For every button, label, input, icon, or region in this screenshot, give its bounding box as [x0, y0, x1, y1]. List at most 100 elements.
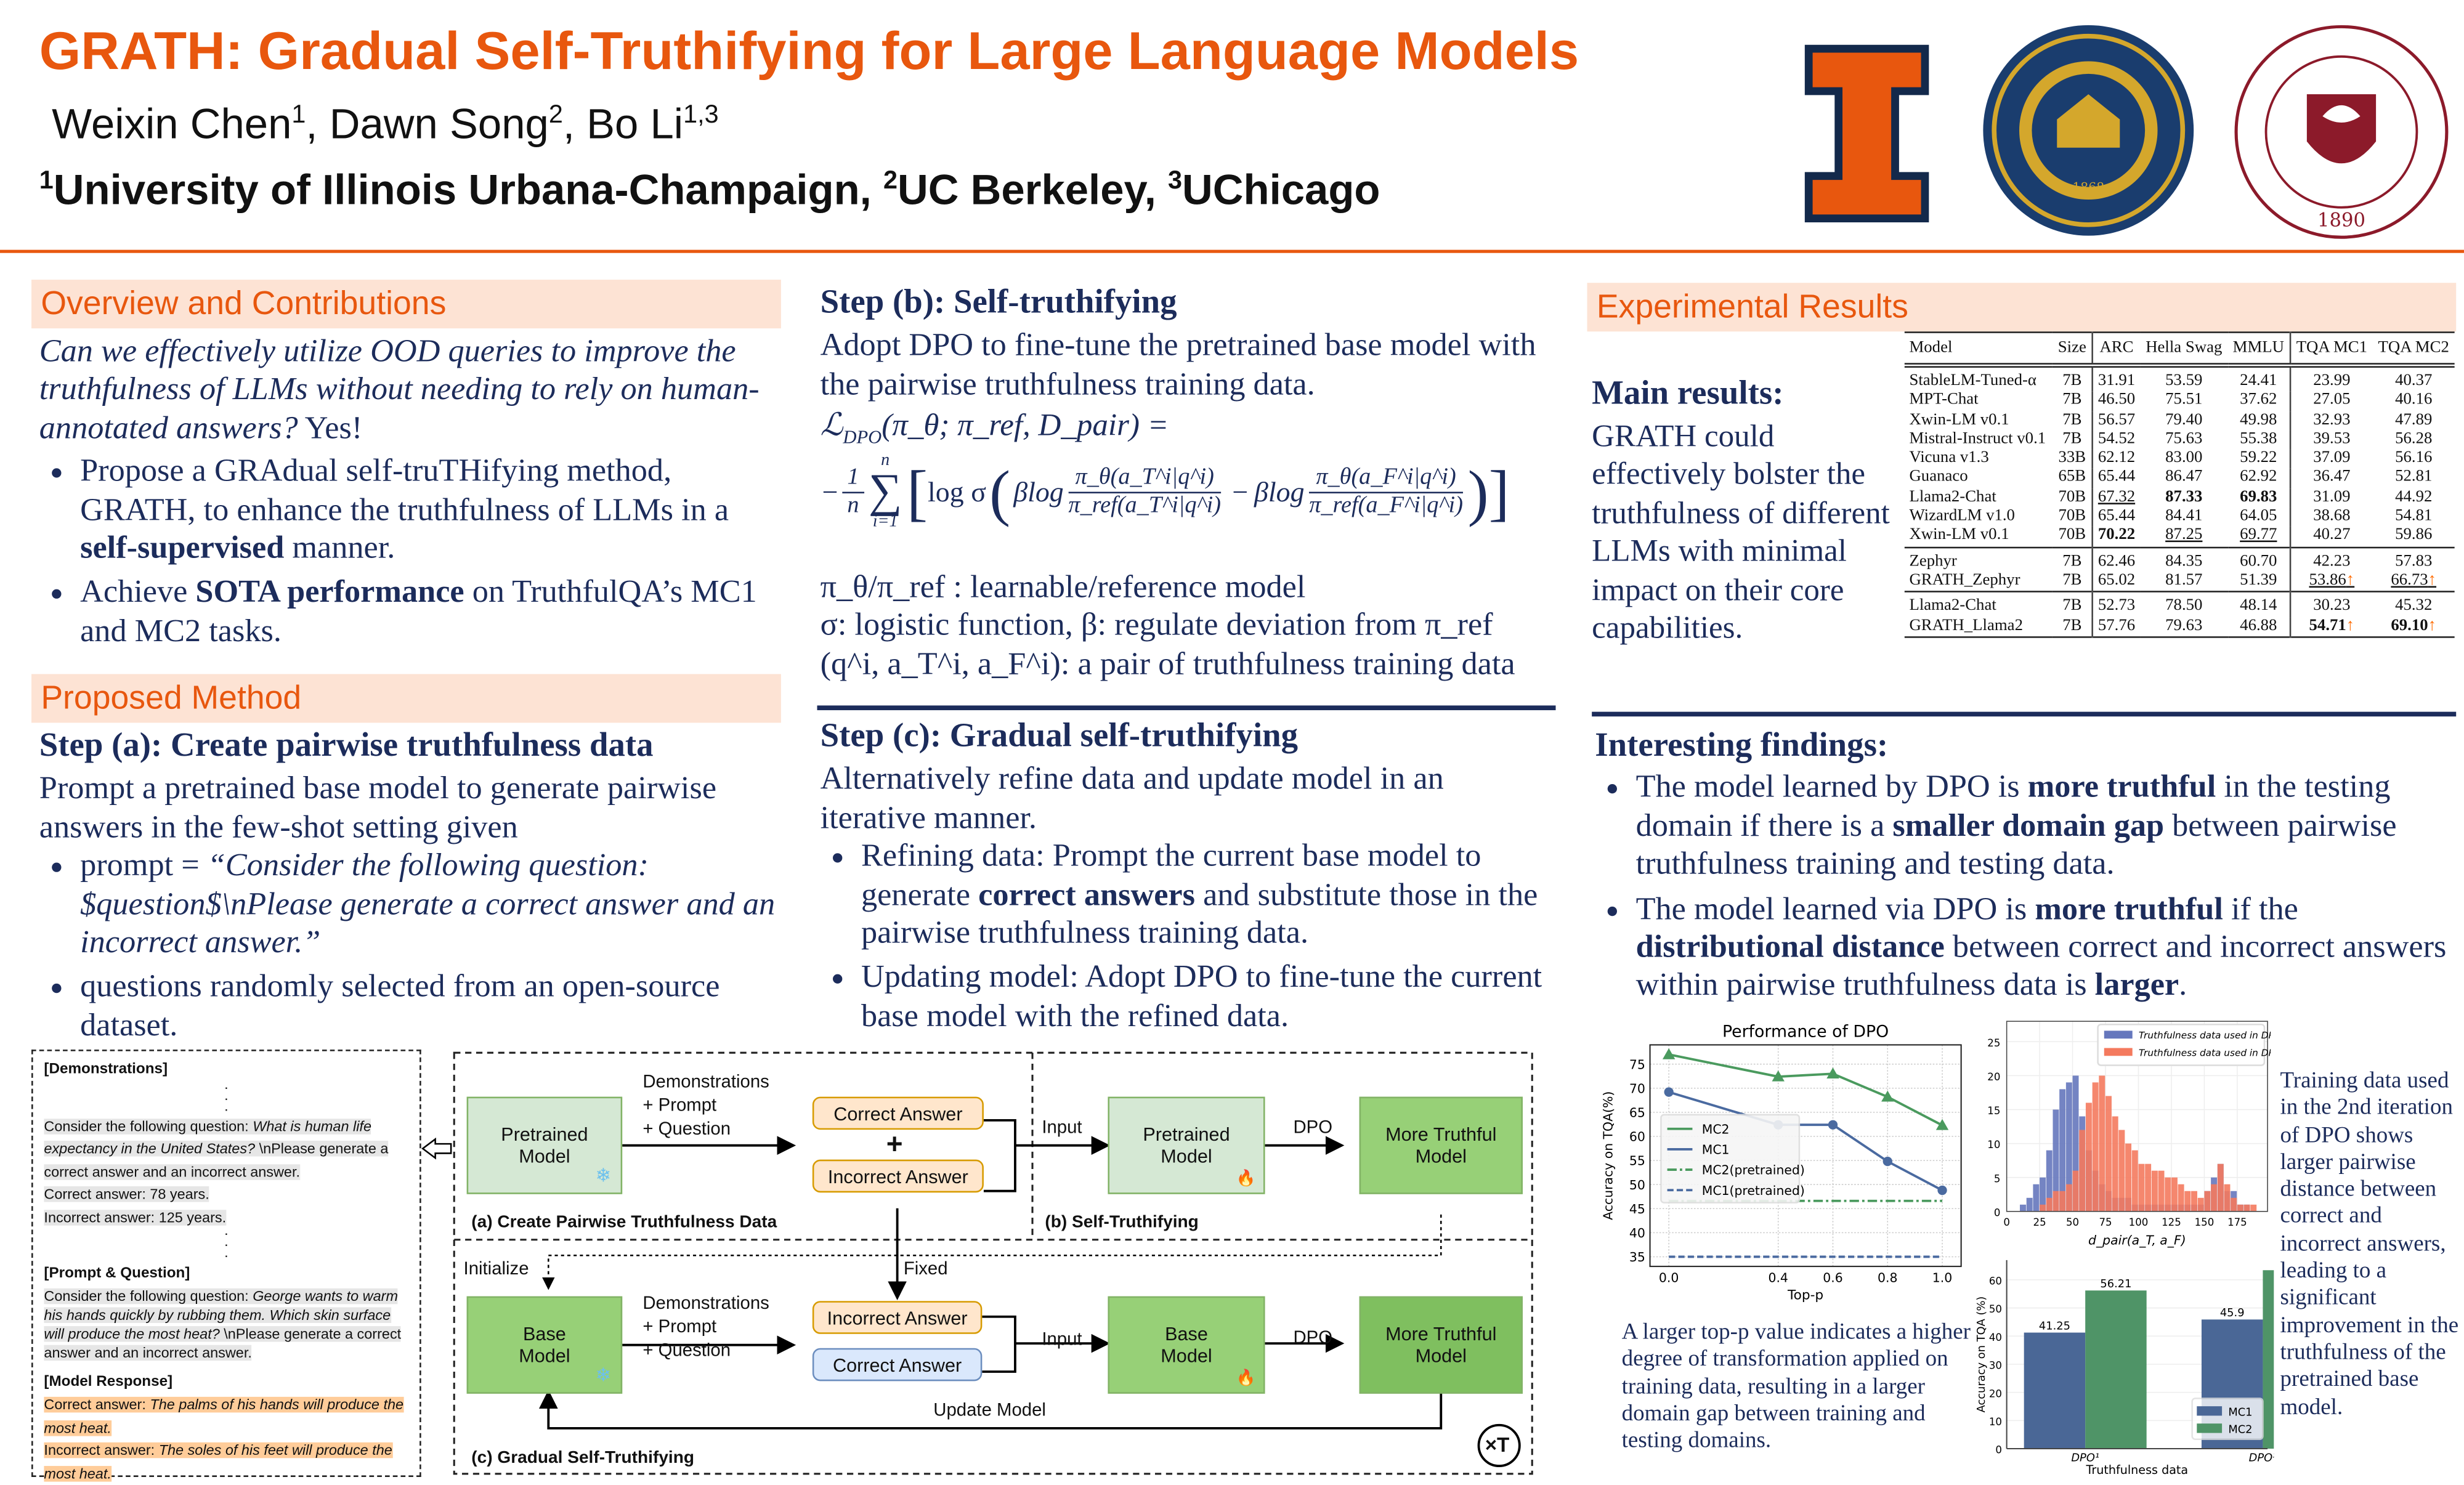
table-cell: 31.91: [2091, 365, 2141, 392]
x-tick-label: 1.0: [1932, 1271, 1952, 1285]
histogram-bar: [2158, 1170, 2165, 1212]
table-cell: 75.63: [2140, 431, 2227, 450]
caption-c: (c) Gradual Self-Truthifying: [471, 1449, 695, 1468]
histogram-bar: [2112, 1116, 2118, 1212]
histogram-bar: [2224, 1184, 2231, 1212]
histogram-bar: [2204, 1191, 2211, 1212]
more-truthful-model-node: More Truthful Model: [1359, 1296, 1523, 1394]
histogram-bar: [2046, 1150, 2053, 1212]
contribution-item: Propose a GRAdual self-truTHifying metho…: [80, 453, 781, 568]
cell-text: 52.81: [2395, 469, 2433, 487]
input-label: Input: [1042, 1330, 1082, 1350]
svg-text:1890: 1890: [2317, 209, 2365, 231]
legend-label: Truthfulness data used in DPO¹: [2139, 1030, 2271, 1041]
cell-text: 48.14: [2240, 597, 2277, 615]
y-tick-label: 75: [1629, 1057, 1645, 1072]
affil-sup: 1: [39, 166, 54, 195]
x-tick-label: 0.8: [1878, 1271, 1897, 1285]
data-point: [1937, 1185, 1947, 1196]
x-tick-label: DPO¹: [2071, 1451, 2099, 1464]
cell-text: 36.47: [2313, 469, 2351, 487]
caption-b: (b) Self-Truthifying: [1045, 1213, 1199, 1232]
column-header: Model: [1904, 332, 2053, 368]
cell-text: 65.44: [2097, 508, 2136, 525]
histogram-bar: [2072, 1075, 2079, 1212]
affil-sup: 2: [883, 166, 898, 195]
cell-text: 84.35: [2165, 552, 2203, 570]
legend-label: MC1: [1702, 1143, 1730, 1157]
up-arrow-icon: ↑: [2428, 617, 2437, 634]
x-tick-label: 50: [2066, 1216, 2079, 1228]
caption-a: (a) Create Pairwise Truthfulness Data: [471, 1213, 777, 1232]
table-cell: 79.63: [2140, 617, 2227, 637]
cell-text: 56.28: [2395, 430, 2433, 448]
x-tick-label: 25: [2033, 1216, 2046, 1228]
cell-text: 52.73: [2097, 597, 2136, 615]
cell-text: StableLM-Tuned-α: [1909, 372, 2036, 390]
ellipsis: ···: [224, 1225, 229, 1264]
affiliation: University of Illinois Urbana-Champaign: [53, 166, 860, 214]
data-point: [1772, 1070, 1785, 1082]
table-cell: 69.83: [2227, 488, 2290, 508]
table-cell: 44.92: [2373, 488, 2455, 508]
cell-text: 7B: [2062, 411, 2082, 429]
table-cell: 37.62: [2227, 392, 2290, 411]
table-cell: 84.41: [2140, 508, 2227, 527]
y-tick-label: 50: [1989, 1303, 2002, 1315]
cell-text: 83.00: [2165, 450, 2203, 467]
histogram-bar: [2085, 1103, 2092, 1212]
table-cell: 39.53: [2289, 430, 2373, 450]
y-tick-label: 0: [1994, 1207, 2001, 1218]
histogram-bar: [2211, 1184, 2218, 1212]
histogram-bar: [2231, 1197, 2237, 1212]
histogram-bar: [2138, 1163, 2145, 1212]
y-tick-label: 15: [1987, 1105, 2000, 1117]
table-cell: 78.50: [2140, 592, 2227, 617]
plot-frame: [1649, 1044, 1962, 1268]
table-cell: 7B: [2053, 431, 2093, 450]
affiliation: UC Berkeley: [897, 166, 1145, 214]
table-cell: 30.23: [2289, 592, 2373, 617]
incorrect-answer-node: Incorrect Answer: [812, 1159, 984, 1193]
table-cell: 32.93: [2289, 411, 2373, 431]
ellipsis: ···: [224, 1078, 229, 1117]
table-cell: 54.52: [2091, 430, 2141, 450]
cell-text: 40.16: [2395, 391, 2433, 410]
table-cell: 59.22: [2227, 450, 2290, 469]
y-tick-label: 70: [1629, 1081, 1645, 1096]
histogram-bar: [2040, 1204, 2046, 1212]
list-item: Refining data: Prompt the current base m…: [861, 838, 1551, 953]
cell-text: Zephyr: [1909, 552, 1957, 570]
table-cell: 56.16: [2373, 450, 2455, 469]
x-tick-label: 0.4: [1768, 1271, 1788, 1285]
table-cell: 7B: [2053, 392, 2093, 411]
cell-text: 79.63: [2165, 617, 2203, 634]
step-c-list: Refining data: Prompt the current base m…: [821, 838, 1551, 1036]
cell-text: 62.12: [2097, 450, 2136, 467]
bar-MC2: [2085, 1290, 2147, 1449]
incorrect-answer-node: Incorrect Answer: [812, 1301, 983, 1334]
data-point: [1881, 1090, 1894, 1102]
cell-text: 55.38: [2240, 430, 2277, 448]
cell-text: 31.09: [2313, 488, 2351, 506]
bar-MC2: [2263, 1270, 2274, 1449]
table-cell: 59.86: [2373, 527, 2455, 548]
formula-definitions: π_θ/π_ref : learnable/reference model σ:…: [821, 569, 1559, 684]
histogram-bar: [2040, 1177, 2046, 1212]
column-header: MMLU: [2227, 332, 2290, 368]
cell-text: 69.77: [2240, 527, 2277, 544]
cell-text: 65B: [2058, 469, 2086, 487]
table-cell: 45.32: [2373, 592, 2455, 617]
svg-text:1868: 1868: [2072, 180, 2104, 195]
cell-text: 23.99: [2313, 372, 2351, 390]
table-cell: 66.73↑: [2373, 572, 2455, 592]
x-tick-label: 75: [2099, 1216, 2112, 1228]
cell-text: 38.68: [2313, 508, 2351, 525]
table-cell: Vicuna v1.3: [1905, 450, 2053, 469]
